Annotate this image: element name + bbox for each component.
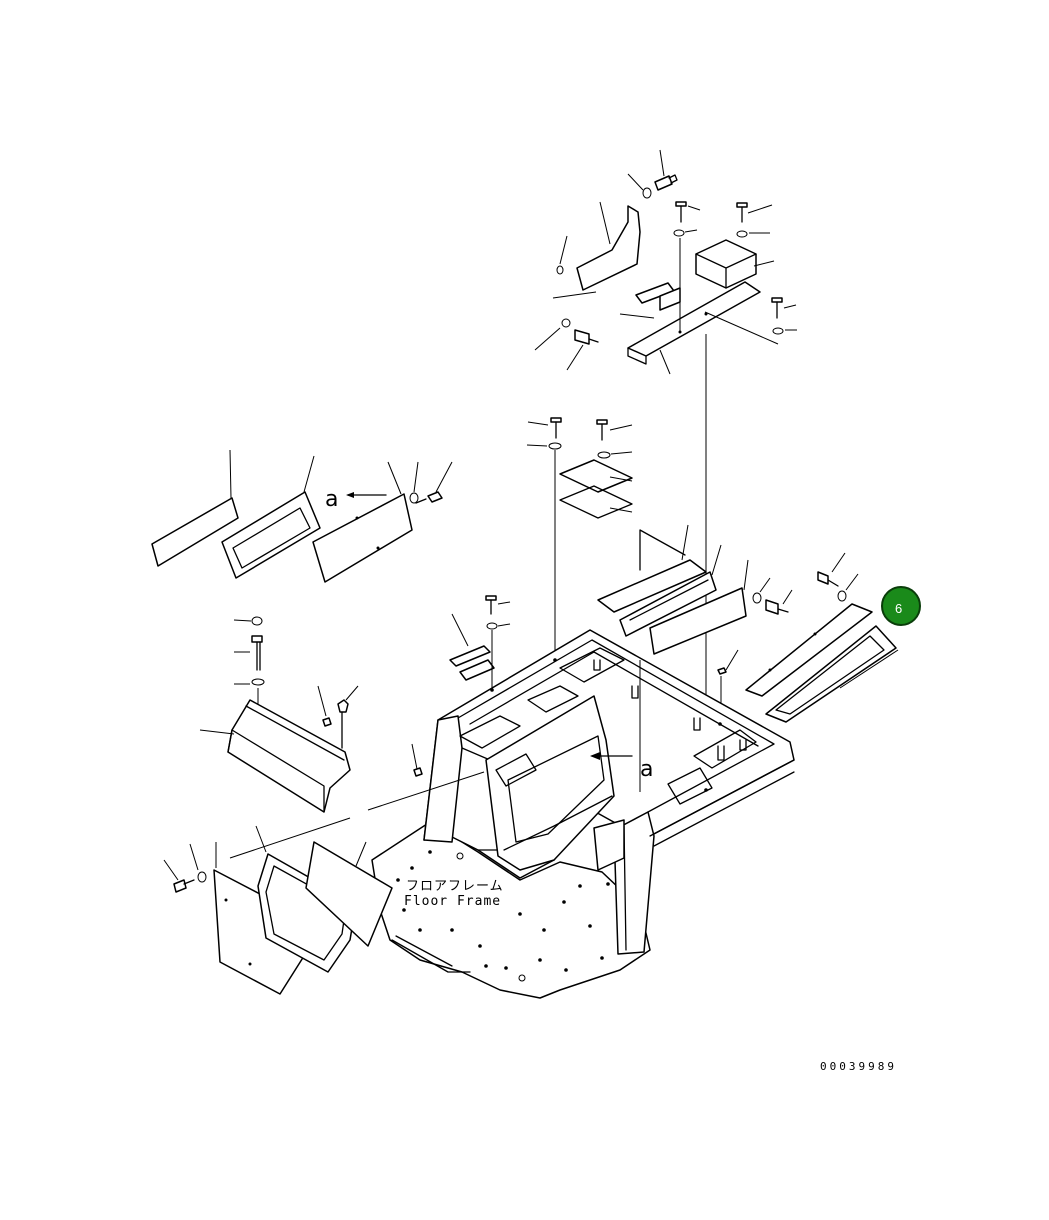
duct-2 [619, 544, 722, 637]
ref-a-upper: a [325, 487, 387, 512]
grille-gasket [765, 625, 899, 723]
ref-a-lower: a [590, 752, 653, 782]
callout-6: 6 [881, 586, 921, 626]
cover-plate-left [199, 699, 351, 813]
washer [642, 187, 652, 199]
view-ref-label: a [325, 487, 338, 512]
bolt-small-1 [675, 201, 701, 223]
grille-panel [745, 603, 873, 697]
middle-cover-assembly [526, 417, 633, 658]
top-bracket-assembly [534, 149, 797, 798]
drawing-number: 00039989 [820, 1060, 897, 1073]
left-mid-cover [199, 616, 359, 813]
seal-strip [151, 449, 239, 567]
right-duct-group: 6 [597, 524, 921, 723]
clip [337, 685, 359, 749]
callout-number: 6 [895, 601, 902, 616]
cover-panel-a [312, 461, 413, 583]
bolt-small-3 [771, 297, 797, 319]
pipe-bracket [619, 282, 681, 319]
duct-3 [649, 559, 749, 655]
bolt-long [234, 635, 263, 671]
bracket-plate [552, 201, 641, 299]
gasket [559, 485, 633, 519]
duct-1 [597, 524, 707, 613]
view-ref-label-lower: a [640, 757, 653, 782]
bolt-duct [765, 589, 793, 615]
left-panel-group: a [151, 449, 453, 583]
box-bracket [695, 239, 775, 289]
hook-bracket [449, 595, 511, 696]
bolt-bottom [163, 859, 195, 893]
frame-gasket [221, 455, 321, 579]
callout-badge [881, 586, 921, 626]
bolt-small-2 [736, 202, 773, 223]
bolt-panel [415, 461, 453, 504]
small-cover-plate [559, 459, 633, 493]
bolt-grille [817, 552, 846, 587]
floor-frame: a フロアフレーム Floor Frame [229, 312, 795, 999]
gasket-bottom [255, 825, 357, 973]
bolt-lower [566, 329, 599, 371]
seal-bottom [305, 841, 393, 947]
bottom-left-panel-group [163, 825, 393, 995]
long-plate [627, 281, 779, 375]
frame-label-jp: フロアフレーム [406, 879, 504, 894]
nut-small [317, 685, 332, 727]
bolt-top [654, 149, 678, 191]
frame-label-en: Floor Frame [404, 894, 501, 909]
